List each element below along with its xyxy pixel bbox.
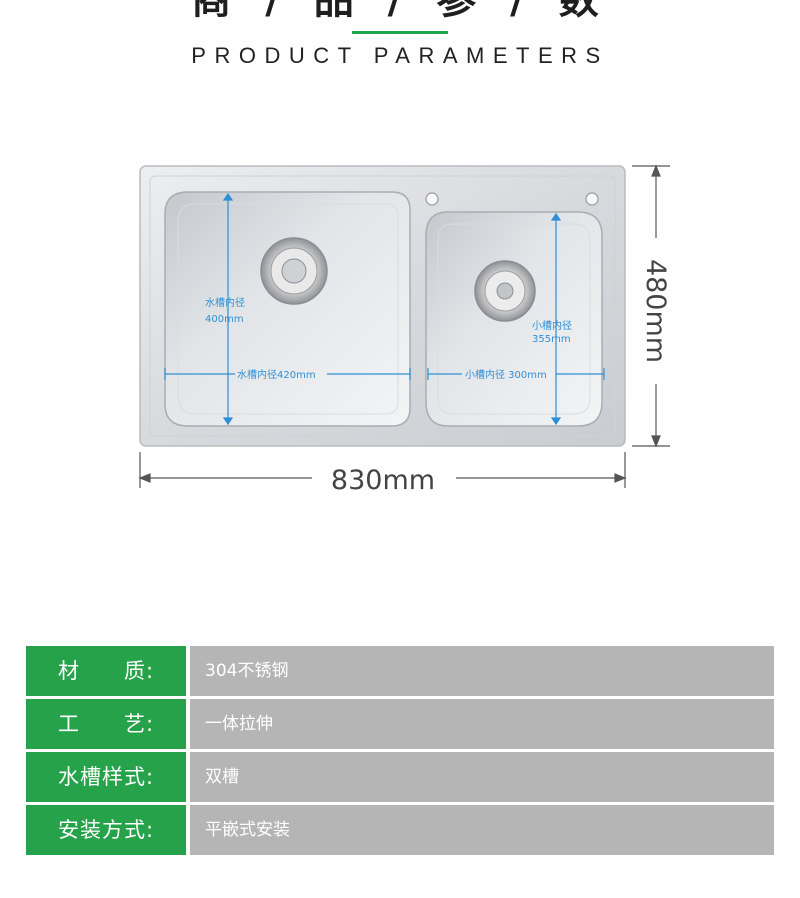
sink-body [139, 165, 626, 447]
small-basin-width-label: 小槽内径 300mm [465, 368, 547, 381]
width-dimension-label: 830mm [331, 465, 435, 496]
spec-value: 一体拉伸 [190, 699, 774, 749]
small-basin-depth-label: 小槽内径 [532, 319, 572, 332]
height-dimension-label: 480mm [640, 259, 671, 363]
page-title: 商 / 品 / 参 / 数 [191, 0, 609, 23]
spec-row-style: 水槽样式: 双槽 [26, 752, 774, 802]
large-basin [164, 191, 411, 427]
spec-label: 安装方式: [26, 805, 186, 855]
spec-row-installation: 安装方式: 平嵌式安装 [26, 805, 774, 855]
spec-value: 304不锈钢 [190, 646, 774, 696]
large-basin-depth-label: 水槽内径 [205, 296, 245, 309]
spec-row-material: 材 质: 304不锈钢 [26, 646, 774, 696]
large-basin-width-label: 水槽内径420mm [237, 368, 316, 381]
title-underline [352, 31, 448, 34]
dimension-lines-inner [164, 192, 605, 426]
spec-label: 水槽样式: [26, 752, 186, 802]
small-basin-depth-value: 355mm [532, 334, 571, 345]
spec-label: 材 质: [26, 646, 186, 696]
spec-value: 双槽 [190, 752, 774, 802]
spec-label: 工 艺: [26, 699, 186, 749]
sink-diagram: 水槽内径 400mm 水槽内径420mm 小槽内径 355mm 小槽内径 300… [138, 164, 671, 496]
spec-row-process: 工 艺: 一体拉伸 [26, 699, 774, 749]
large-basin-depth-value: 400mm [205, 314, 244, 325]
page-subtitle: PRODUCT PARAMETERS [191, 43, 609, 68]
spec-value: 平嵌式安装 [190, 805, 774, 855]
dimension-lines-outer [138, 164, 670, 488]
